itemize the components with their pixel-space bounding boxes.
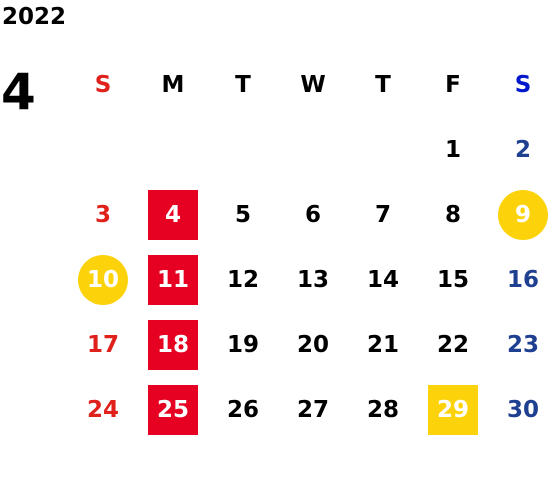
- day-number: 29: [436, 397, 469, 423]
- day-number: 24: [86, 397, 119, 423]
- day-number: 18: [156, 332, 189, 358]
- day-cell[interactable]: 7: [348, 190, 418, 240]
- week-row: 17 18 19 20 21 22 23: [68, 320, 548, 370]
- day-number: 2: [514, 137, 531, 163]
- day-number: 13: [296, 267, 329, 293]
- day-number: 11: [156, 267, 189, 293]
- day-cell[interactable]: 3: [68, 190, 138, 240]
- day-cell[interactable]: 20: [278, 320, 348, 370]
- day-number: 28: [366, 397, 399, 423]
- highlight-circle: [78, 255, 128, 305]
- day-cell[interactable]: 26: [208, 385, 278, 435]
- day-cell[interactable]: 16: [488, 255, 548, 305]
- day-number: 5: [234, 202, 251, 228]
- day-cell[interactable]: 1: [418, 125, 488, 175]
- day-number: 9: [514, 202, 531, 228]
- day-number: 26: [226, 397, 259, 423]
- day-cell[interactable]: 12: [208, 255, 278, 305]
- day-cell[interactable]: 28: [348, 385, 418, 435]
- year-label: 2022: [2, 4, 67, 30]
- day-cell[interactable]: 21: [348, 320, 418, 370]
- highlight-square: [148, 255, 198, 305]
- day-number: 12: [226, 267, 259, 293]
- empty-cell: [278, 125, 348, 175]
- day-number: 16: [506, 267, 539, 293]
- day-cell[interactable]: 27: [278, 385, 348, 435]
- day-number: 27: [296, 397, 329, 423]
- day-number: 19: [226, 332, 259, 358]
- day-number: 8: [444, 202, 461, 228]
- highlight-circle: [498, 190, 548, 240]
- weekday-header-sun: S: [94, 72, 112, 98]
- day-number: 6: [304, 202, 321, 228]
- day-cell[interactable]: 2: [488, 125, 548, 175]
- weekday-header-tue: T: [235, 72, 251, 98]
- day-number: 15: [436, 267, 469, 293]
- week-row: 10 11 12 13 14 15 16: [68, 255, 548, 305]
- empty-cell: [68, 125, 138, 175]
- day-number: 1: [444, 137, 461, 163]
- day-number: 3: [94, 202, 111, 228]
- day-number: 14: [366, 267, 399, 293]
- day-cell[interactable]: 18: [138, 320, 208, 370]
- day-number: 17: [86, 332, 119, 358]
- highlight-square: [148, 190, 198, 240]
- day-cell[interactable]: 17: [68, 320, 138, 370]
- day-cell[interactable]: 25: [138, 385, 208, 435]
- day-cell[interactable]: 6: [278, 190, 348, 240]
- day-number: 10: [86, 267, 119, 293]
- day-cell[interactable]: 13: [278, 255, 348, 305]
- day-number: 25: [156, 397, 189, 423]
- week-row: 3 4 5 6 7 8 9: [68, 190, 548, 240]
- day-cell[interactable]: 14: [348, 255, 418, 305]
- weekday-header-fri: F: [445, 72, 461, 98]
- day-cell[interactable]: 5: [208, 190, 278, 240]
- day-cell[interactable]: 29: [418, 385, 488, 435]
- day-cell[interactable]: 4: [138, 190, 208, 240]
- empty-cell: [208, 125, 278, 175]
- highlight-square: [428, 385, 478, 435]
- day-cell[interactable]: 15: [418, 255, 488, 305]
- weekday-header-mon: M: [161, 72, 185, 98]
- day-cell[interactable]: 9: [488, 190, 548, 240]
- day-cell[interactable]: 11: [138, 255, 208, 305]
- day-cell[interactable]: 19: [208, 320, 278, 370]
- highlight-square: [148, 385, 198, 435]
- day-number: 30: [506, 397, 539, 423]
- weekday-header-wed: W: [300, 72, 326, 98]
- highlight-square: [148, 320, 198, 370]
- weekday-header-thu: T: [375, 72, 391, 98]
- day-cell[interactable]: 8: [418, 190, 488, 240]
- day-number: 4: [164, 202, 181, 228]
- day-cell[interactable]: 22: [418, 320, 488, 370]
- day-cell[interactable]: 24: [68, 385, 138, 435]
- empty-cell: [138, 125, 208, 175]
- day-cell[interactable]: 23: [488, 320, 548, 370]
- empty-cell: [348, 125, 418, 175]
- day-cell[interactable]: 10: [68, 255, 138, 305]
- month-number: 4: [1, 63, 36, 121]
- week-row: 24 25 26 27 28 29 30: [68, 385, 548, 435]
- day-cell[interactable]: 30: [488, 385, 548, 435]
- day-number: 21: [366, 332, 399, 358]
- day-number: 22: [436, 332, 469, 358]
- day-number: 20: [296, 332, 329, 358]
- day-number: 7: [374, 202, 391, 228]
- weekday-header-sat: S: [514, 72, 532, 98]
- day-number: 23: [506, 332, 539, 358]
